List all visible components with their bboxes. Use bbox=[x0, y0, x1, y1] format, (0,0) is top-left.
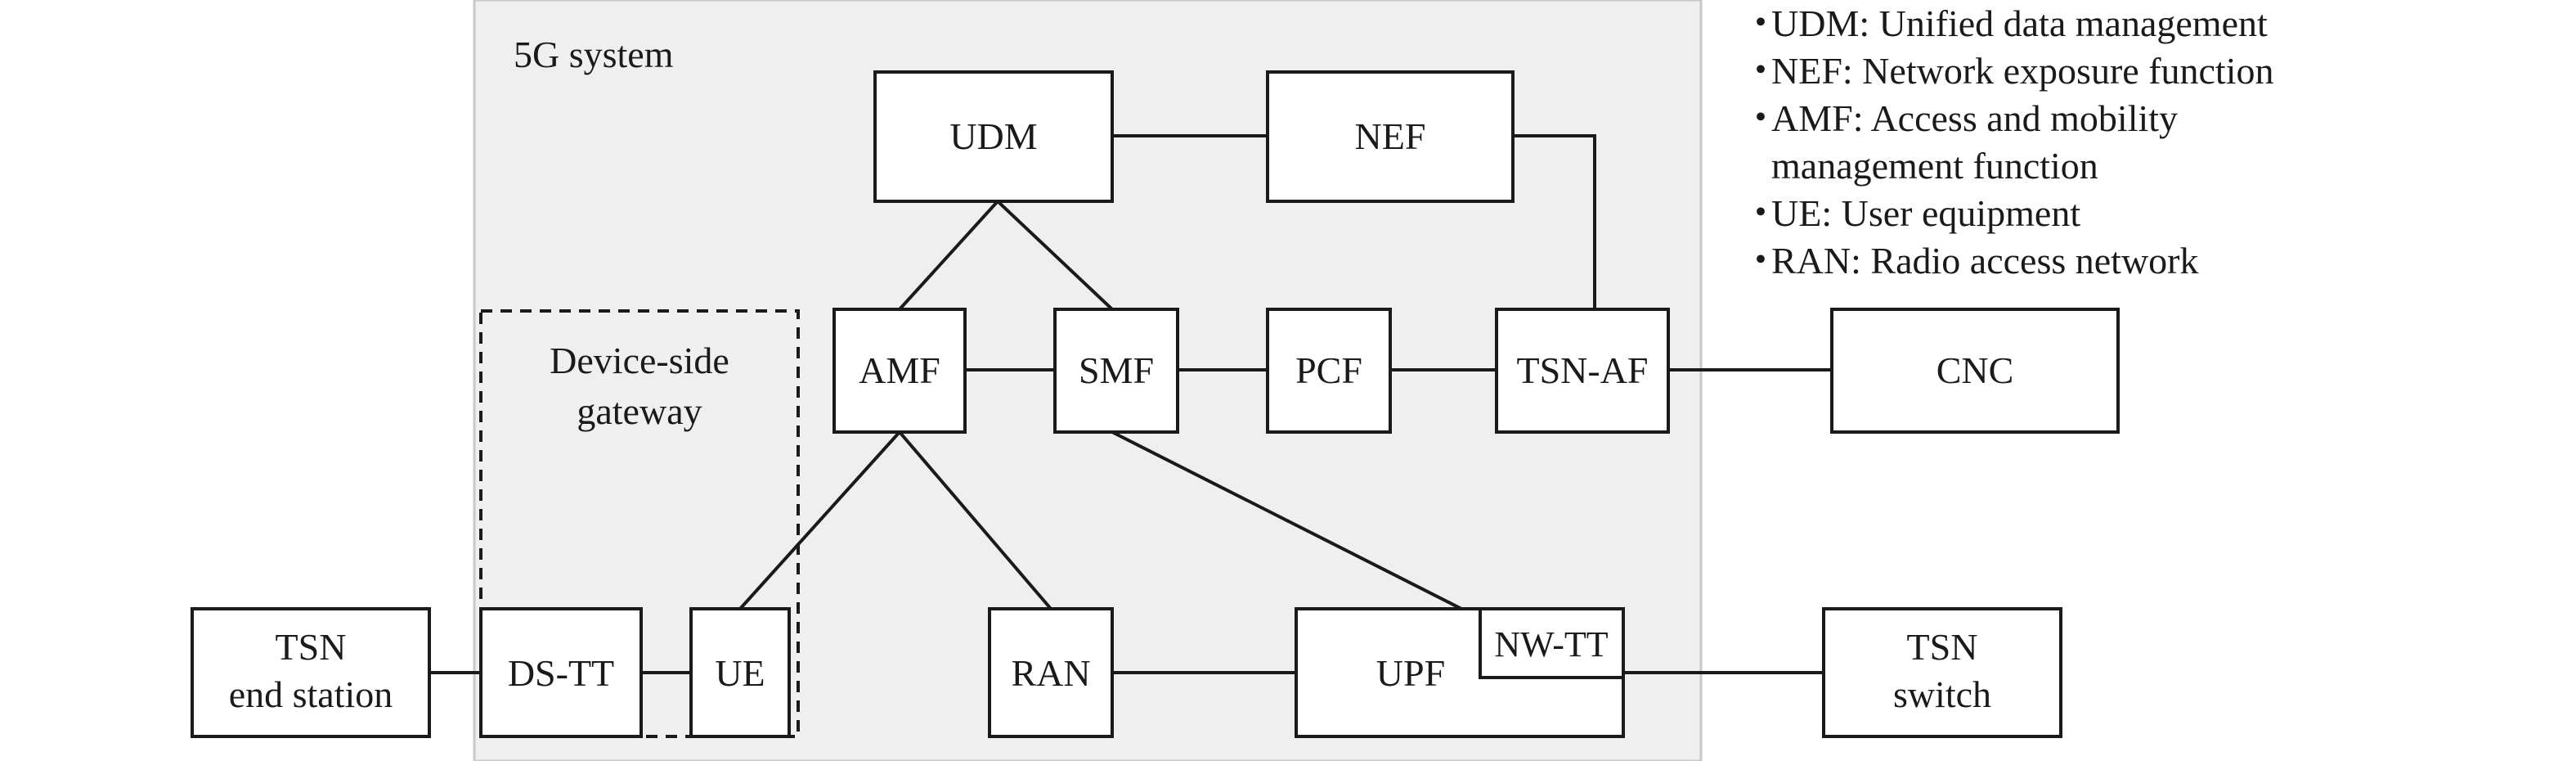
abbreviation-legend: ・ UDM: Unified data management ・ NEF: Ne… bbox=[1742, 0, 2568, 285]
legend-bullet: ・ bbox=[1742, 97, 1779, 139]
legend-bullet: ・ bbox=[1742, 240, 1779, 281]
node-amf-label: AMF bbox=[859, 349, 940, 391]
5g-system-label: 5G system bbox=[514, 34, 674, 75]
legend-item: ・ UE: User equipment bbox=[1742, 190, 2568, 237]
node-tsn-switch-line2: switch bbox=[1893, 673, 1991, 715]
legend-bullet: ・ bbox=[1742, 192, 1779, 234]
device-side-gateway-label-line1: Device-side bbox=[550, 340, 729, 381]
node-smf-label: SMF bbox=[1079, 349, 1154, 391]
node-tsn-end-station-line2: end station bbox=[229, 673, 393, 715]
node-udm: UDM bbox=[873, 70, 1114, 203]
node-nw-tt-label: NW-TT bbox=[1494, 624, 1608, 664]
node-cnc-label: CNC bbox=[1936, 349, 2014, 391]
node-pcf: PCF bbox=[1266, 308, 1392, 434]
connector-nef-tsn-af bbox=[1513, 134, 1596, 309]
legend-bullet: ・ bbox=[1742, 2, 1779, 44]
node-tsn-switch-line1: TSN bbox=[1907, 626, 1978, 668]
node-ue-label: UE bbox=[715, 652, 765, 694]
node-ran-label: RAN bbox=[1011, 652, 1090, 694]
node-ds-tt-label: DS-TT bbox=[508, 652, 614, 694]
legend-item: ・ NEF: Network exposure function bbox=[1742, 47, 2568, 95]
device-side-gateway-region bbox=[479, 309, 800, 738]
node-udm-label: UDM bbox=[949, 115, 1037, 157]
node-tsn-switch: TSN switch bbox=[1822, 607, 2062, 738]
legend-bullet: ・ bbox=[1742, 50, 1779, 92]
node-nw-tt: NW-TT bbox=[1479, 607, 1625, 679]
node-ue: UE bbox=[689, 607, 791, 738]
legend-text-amf: AMF: Access and mobility management func… bbox=[1771, 97, 2179, 187]
node-tsn-af: TSN-AF bbox=[1495, 308, 1670, 434]
node-tsn-af-label: TSN-AF bbox=[1516, 349, 1648, 391]
connector-amf-ran bbox=[898, 430, 1052, 610]
node-nef-label: NEF bbox=[1355, 115, 1426, 157]
device-side-gateway-label-line2: gateway bbox=[577, 390, 702, 432]
legend-item: ・ AMF: Access and mobility management fu… bbox=[1742, 95, 2568, 190]
node-ds-tt: DS-TT bbox=[479, 607, 643, 738]
node-smf: SMF bbox=[1053, 308, 1179, 434]
connector-udm-amf bbox=[898, 200, 999, 311]
node-upf-label: UPF bbox=[1376, 652, 1445, 694]
legend-text-udm: UDM: Unified data management bbox=[1771, 2, 2268, 44]
node-nef: NEF bbox=[1266, 70, 1515, 203]
node-cnc: CNC bbox=[1830, 308, 2120, 434]
connectors bbox=[429, 134, 1832, 674]
connector-smf-nw-tt bbox=[1111, 430, 1469, 614]
connector-udm-smf bbox=[996, 200, 1114, 311]
node-tsn-end-station-line1: TSN bbox=[276, 626, 347, 668]
node-ran: RAN bbox=[988, 607, 1114, 738]
legend-text-nef: NEF: Network exposure function bbox=[1771, 50, 2274, 92]
node-amf: AMF bbox=[832, 308, 967, 434]
legend-item: ・ RAN: Radio access network bbox=[1742, 237, 2568, 285]
legend-text-ran: RAN: Radio access network bbox=[1771, 240, 2199, 281]
connector-amf-ue bbox=[738, 430, 901, 610]
legend-text-ue: UE: User equipment bbox=[1771, 192, 2081, 234]
node-tsn-end-station: TSN end station bbox=[191, 607, 431, 738]
node-pcf-label: PCF bbox=[1295, 349, 1362, 391]
legend-item: ・ UDM: Unified data management bbox=[1742, 0, 2568, 47]
